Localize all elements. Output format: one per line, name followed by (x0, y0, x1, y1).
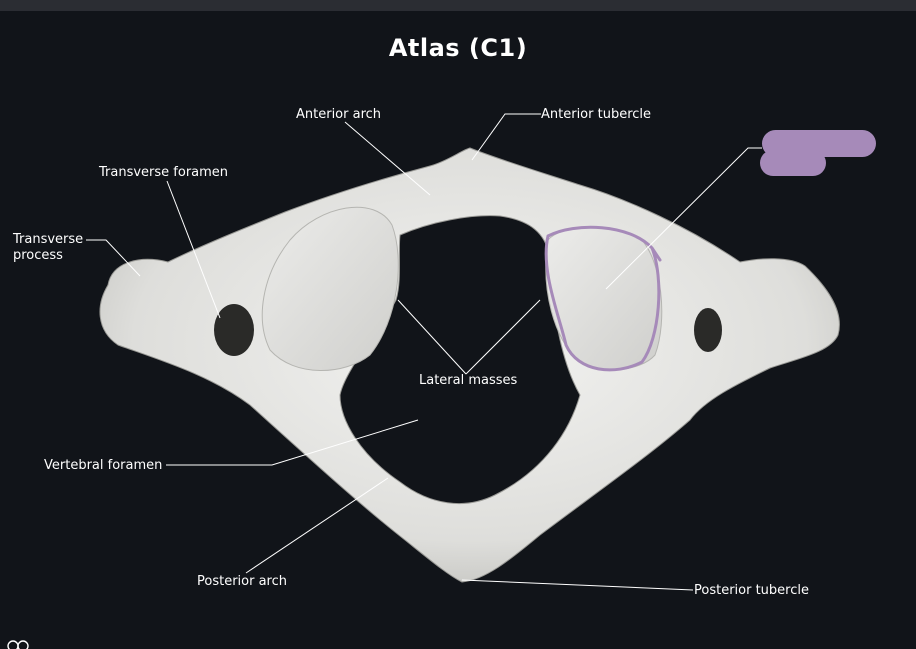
redacted-label-box-tail (760, 150, 826, 176)
leader-anterior-arch (344, 121, 431, 196)
label-anterior-arch: Anterior arch (296, 107, 382, 122)
label-posterior-arch: Posterior arch (197, 574, 287, 589)
label-transverse-process: Transverse process (13, 232, 84, 263)
left-transverse-foramen-hole (214, 304, 254, 356)
leader-lateral-mass-left (397, 299, 467, 375)
leader-redacted (605, 147, 762, 290)
left-articular-facet (261, 206, 399, 371)
label-lateral-masses: Lateral masses (419, 373, 518, 388)
leader-vertebral-foramen (166, 419, 419, 466)
leader-lateral-mass-right (465, 299, 541, 375)
leader-posterior-tubercle (461, 579, 694, 591)
highlight-outline (544, 225, 662, 372)
label-posterior-tubercle: Posterior tubercle (694, 583, 809, 598)
top-bar (0, 0, 916, 11)
label-vertebral-foramen: Vertebral foramen (44, 458, 163, 473)
leader-anterior-tubercle (471, 113, 541, 161)
leader-transverse-process (86, 239, 141, 277)
right-transverse-foramen-hole (694, 308, 722, 352)
label-anterior-tubercle: Anterior tubercle (541, 107, 652, 122)
leader-transverse-foramen (166, 180, 221, 319)
atlas-bone-shape (99, 147, 840, 583)
page-title: Atlas (C1) (388, 34, 528, 62)
leader-lines (86, 113, 762, 591)
label-transverse-foramen: Transverse foramen (99, 165, 229, 180)
app-logo-icon (7, 640, 29, 649)
leader-posterior-arch (245, 477, 389, 574)
